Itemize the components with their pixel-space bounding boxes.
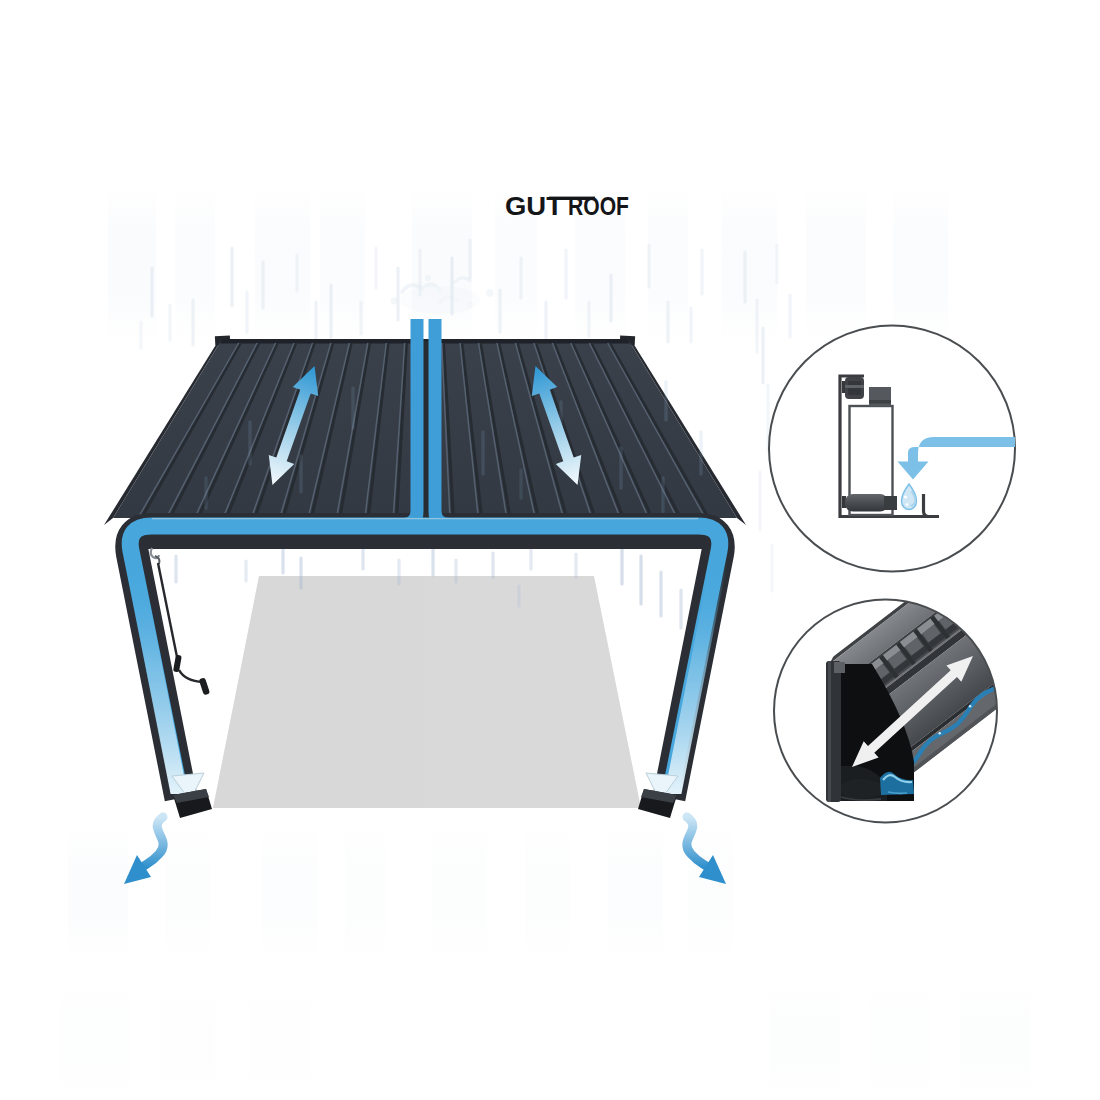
svg-text:ROOF: ROOF (568, 192, 629, 220)
svg-text:GUT: GUT (505, 192, 563, 220)
